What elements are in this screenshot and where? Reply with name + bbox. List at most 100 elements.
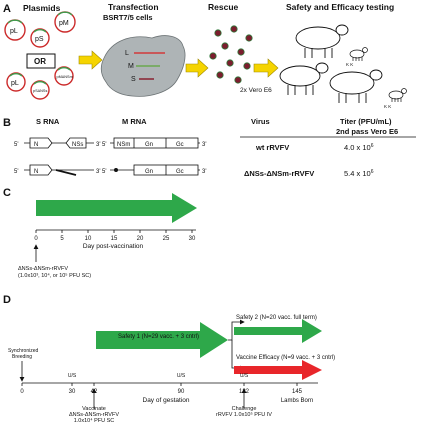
gene-gc: Gc bbox=[176, 169, 184, 175]
safety2-arrow bbox=[234, 319, 322, 343]
titer-header: Titer (PFU/mL) bbox=[340, 117, 392, 126]
virion bbox=[243, 62, 251, 70]
m-rna-title: M RNA bbox=[122, 117, 147, 126]
challenge-line1: Challenge bbox=[232, 406, 257, 412]
vaccine-c-line1: ΔNSs-ΔNSm-rRVFV bbox=[18, 266, 68, 272]
safety1-arrow bbox=[96, 322, 228, 358]
challenge-line2: rRVFV 1.0x10⁵ PFU IV bbox=[216, 411, 272, 418]
tick-c: 5 bbox=[60, 236, 64, 242]
titer-subheader: 2nd pass Vero E6 bbox=[336, 127, 398, 136]
sheep-icon bbox=[329, 69, 383, 103]
safety1-label: Safety 1 (N=29 vacc. + 3 cntrl) bbox=[118, 334, 199, 340]
efficacy-arrow bbox=[234, 360, 322, 380]
or-label: OR bbox=[34, 57, 46, 66]
gene-gn: Gn bbox=[145, 169, 153, 175]
plasmid-ps-label: pS bbox=[35, 36, 44, 43]
panel-label-c: C bbox=[3, 187, 11, 199]
plasmid-pm-mod-label: pMΔNSm bbox=[57, 75, 73, 79]
sheep-icon bbox=[295, 24, 349, 58]
virion bbox=[230, 25, 238, 33]
efficacy-label: Vaccine Efficacy (N=9 vacc. + 3 cntrl) bbox=[236, 355, 335, 361]
axis-c-ticks bbox=[35, 230, 193, 233]
five-prime: 5' bbox=[14, 169, 18, 175]
vero-label: 2x Vero E6 bbox=[240, 87, 272, 94]
titer-mutant: 5.4 x 106 bbox=[344, 169, 374, 178]
panel-label-a: A bbox=[3, 3, 11, 15]
plasmid-pl-alt: pL bbox=[6, 72, 26, 92]
five-prime: 5' bbox=[102, 142, 106, 148]
virion bbox=[245, 34, 253, 42]
plasmid-pm: pM bbox=[54, 11, 76, 33]
tick-c: 0 bbox=[34, 236, 38, 242]
tick-c: 30 bbox=[189, 236, 196, 242]
plasmid-pl-alt-label: pL bbox=[11, 80, 19, 87]
virus-header: Virus bbox=[251, 117, 270, 126]
transfection-title: Transfection bbox=[108, 2, 159, 12]
tick-d: 0 bbox=[20, 389, 24, 395]
us-marker: U/S bbox=[177, 373, 186, 379]
tick-c: 15 bbox=[111, 236, 118, 242]
transfection-subtitle: BSRT7/5 cells bbox=[103, 13, 153, 22]
plasmid-pl-label: pL bbox=[10, 28, 18, 35]
rescue-title: Rescue bbox=[208, 2, 239, 12]
sync-line2: Breeding bbox=[12, 354, 32, 360]
vaccine-c-line2: (1.0x10³, 10⁴, or 10⁵ PFU SC) bbox=[18, 272, 91, 279]
vaccinate-line3: 1.0x10⁴ PFU SC bbox=[74, 417, 115, 424]
safety-title: Safety and Efficacy testing bbox=[286, 2, 394, 12]
lamb-label-1: K K bbox=[346, 62, 353, 67]
plasmid-ps-mod: pSΔNSs bbox=[30, 80, 50, 100]
three-prime: 3' bbox=[96, 169, 100, 175]
axis-label-c: Day post-vaccination bbox=[83, 243, 144, 250]
yellow-arrow-3 bbox=[253, 58, 279, 78]
green-arrow-c bbox=[36, 193, 197, 223]
segment-s-label: S bbox=[131, 76, 136, 83]
virus-mutant: ΔNSs-ΔNSm-rRVFV bbox=[244, 169, 314, 178]
sheep-icon bbox=[279, 62, 329, 95]
segment-m-label: M bbox=[128, 63, 134, 70]
plasmids-title: Plasmids bbox=[23, 3, 61, 13]
gene-nsm: NSm bbox=[117, 142, 130, 148]
plasmid-ps-mod-label: pSΔNSs bbox=[33, 89, 47, 93]
vaccinate-line2: ΔNSs-ΔNSm-rRVFV bbox=[69, 412, 119, 418]
virion bbox=[234, 76, 242, 84]
axis-label-d: Day of gestation bbox=[143, 397, 190, 404]
vaccinate-line1: Vaccinate bbox=[82, 406, 106, 412]
axis-d-ticks bbox=[21, 383, 298, 386]
tick-d: 90 bbox=[178, 389, 185, 395]
lamb-icon bbox=[388, 88, 407, 102]
three-prime: 3' bbox=[202, 142, 206, 148]
or-box bbox=[26, 53, 56, 69]
lamb-icon bbox=[349, 47, 368, 61]
plasmid-pm-mod: pMΔNSm bbox=[54, 66, 74, 86]
virion bbox=[237, 48, 245, 56]
s-rna-title: S RNA bbox=[36, 117, 60, 126]
gene-gc: Gc bbox=[176, 142, 184, 148]
five-prime: 5' bbox=[14, 142, 18, 148]
virion bbox=[216, 71, 224, 79]
three-prime: 3' bbox=[96, 142, 100, 148]
lamb-label-2: K K bbox=[384, 104, 391, 109]
m-rna-wt: 5' NSm Gn Gc 3' bbox=[102, 137, 206, 149]
branch-safety2 bbox=[228, 319, 245, 341]
tick-c: 20 bbox=[137, 236, 144, 242]
rescued-virions bbox=[209, 25, 253, 84]
virion bbox=[214, 29, 222, 37]
us-marker: U/S bbox=[68, 373, 77, 379]
s-rna-mutant: 5' N 3' bbox=[14, 164, 100, 176]
tick-c: 25 bbox=[163, 236, 170, 242]
three-prime: 3' bbox=[202, 169, 206, 175]
gene-gn: Gn bbox=[145, 142, 153, 148]
gene-n: N bbox=[34, 169, 38, 175]
virion bbox=[226, 59, 234, 67]
plasmid-ps: pS bbox=[30, 28, 50, 48]
yellow-arrow-1 bbox=[78, 50, 103, 70]
lambs-born-label: Lambs Born bbox=[281, 398, 313, 404]
branch-efficacy bbox=[231, 340, 245, 371]
m-rna-mutant: 5' Gn Gc 3' bbox=[102, 164, 206, 176]
yellow-arrow-2 bbox=[185, 58, 209, 78]
virus-wt: wt rRVFV bbox=[255, 143, 289, 152]
panel-label-d: D bbox=[3, 294, 11, 306]
tick-d: 145 bbox=[292, 389, 303, 395]
segment-l-label: L bbox=[125, 50, 129, 57]
